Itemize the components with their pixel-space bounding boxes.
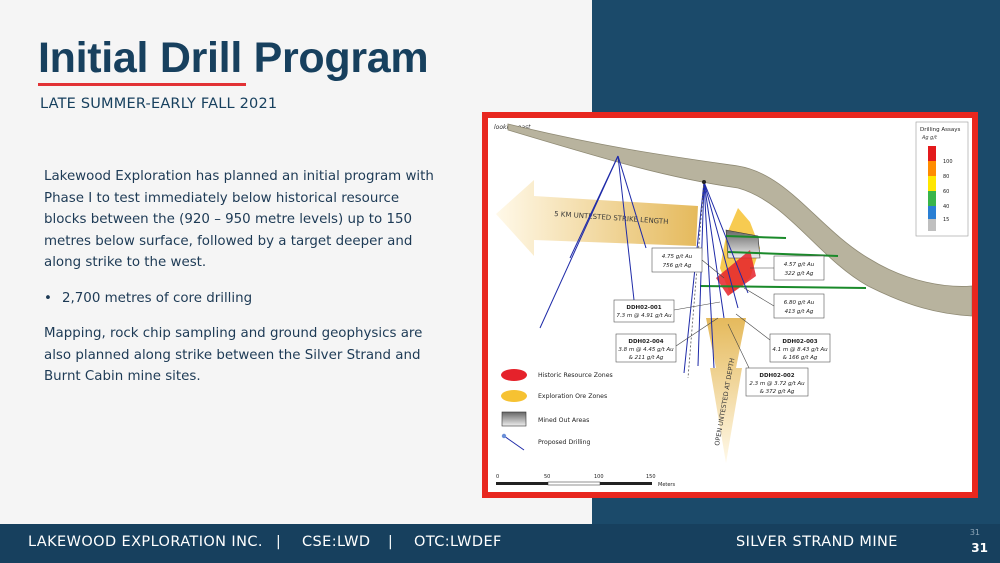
legend-swatch (928, 206, 936, 219)
drill-section-figure: looking east 5 KM UNTESTED STRIKE LENGTH… (482, 112, 978, 498)
callout-leader-lines (673, 259, 775, 371)
drill-hole-detail: & 166 g/t Ag (783, 355, 818, 361)
overburden-band (507, 123, 972, 317)
proposed-drilling-swatch-icon (503, 435, 525, 451)
key-label: Exploration Ore Zones (538, 393, 607, 400)
drill-hole-name: DDH02-003 (782, 339, 817, 345)
drill-hole-detail: 4.1 m @ 8.43 g/t Au (772, 347, 828, 353)
assay-callout-box (651, 247, 703, 273)
ore-zone-swatch-icon (501, 390, 527, 402)
scale-segment (496, 482, 548, 485)
slide-body: Lakewood Exploration has planned an init… (44, 166, 434, 388)
drill-section-canvas: looking east 5 KM UNTESTED STRIKE LENGTH… (488, 118, 972, 492)
assay-callout-silver: 322 g/t Ag (785, 271, 814, 277)
drill-hole-box (613, 299, 675, 323)
level-marker-upper (725, 235, 787, 239)
legend-tick: 40 (943, 204, 949, 210)
assay-callout-gold: 4.57 g/t Au (784, 262, 815, 268)
level-marker-lower (699, 285, 867, 289)
legend-unit: Ag g/t (921, 135, 938, 141)
assay-callout-silver: 756 g/t Ag (663, 263, 692, 269)
legend-swatch (928, 161, 936, 176)
drill-collar-swatch-icon (501, 433, 507, 439)
drill-hole-box (745, 367, 809, 397)
collar-point-icon (702, 180, 706, 184)
footer-otc-ticker: OTC:LWDEF (414, 534, 502, 550)
drill-hole-detail: 7.3 m @ 4.91 g/t Au (616, 313, 672, 319)
drill-section-svg: looking east 5 KM UNTESTED STRIKE LENGTH… (494, 121, 972, 488)
drill-hole-detail: & 372 g/t Ag (760, 389, 795, 395)
legend-swatch (928, 176, 936, 191)
legend-box (915, 121, 969, 237)
footer-company: LAKEWOOD EXPLORATION INC. (28, 534, 263, 550)
historic-resource-zone (716, 250, 756, 296)
drill-hole-detail: 3.8 m @ 4.45 g/t Au (618, 347, 674, 353)
legend-swatch (928, 219, 936, 231)
drill-hole-box (615, 333, 677, 363)
intro-paragraph: Lakewood Exploration has planned an init… (44, 169, 434, 270)
legend-tick: 80 (943, 174, 949, 180)
key-label: Historic Resource Zones (538, 372, 613, 379)
drill-hole-name: DDH02-001 (626, 305, 661, 311)
legend-tick: 100 (943, 159, 953, 165)
legend-tick: 15 (943, 217, 949, 223)
assay-callout-box (773, 293, 825, 319)
drill-trace-dashed (687, 181, 705, 379)
assay-callout-silver: 413 g/t Ag (785, 309, 814, 315)
drill-hole-name: DDH02-004 (628, 339, 663, 345)
scale-tick: 0 (496, 474, 499, 480)
drill-hole-detail: & 211 g/t Ag (629, 355, 664, 361)
drill-hole-box (769, 333, 831, 363)
scale-tick: 50 (544, 474, 550, 480)
strike-arrow-icon (496, 180, 698, 256)
bullet-text: 2,700 metres of core drilling (62, 290, 253, 306)
drill-hole-detail: 2.3 m @ 3.72 g/t Au (749, 381, 805, 387)
page-number: 31 (971, 541, 988, 555)
drilling-assays-legend: Drilling Assays Ag g/t 100 80 60 40 15 (915, 121, 969, 237)
mined-area-swatch-icon (501, 411, 527, 427)
footer-mine-name: SILVER STRAND MINE (736, 534, 898, 550)
title-underline (38, 83, 246, 86)
key-label: Mined Out Areas (538, 417, 589, 424)
bullet-item: • 2,700 metres of core drilling (44, 288, 434, 310)
mapping-paragraph: Mapping, rock chip sampling and ground g… (44, 326, 423, 384)
page-subtitle: LATE SUMMER-EARLY FALL 2021 (40, 96, 278, 112)
scale-segment (547, 481, 601, 486)
legend-tick: 60 (943, 189, 949, 195)
assay-callout-gold: 4.75 g/t Au (662, 254, 693, 260)
page-title: Initial Drill Program (38, 34, 429, 82)
drill-hole-name: DDH02-002 (759, 373, 794, 379)
historic-zone-swatch-icon (501, 369, 527, 381)
scale-bar: 0 50 100 150 Meters (496, 474, 675, 488)
scale-segment (600, 482, 652, 485)
page-number-faint: 31 (969, 528, 980, 537)
drill-trace-group (539, 155, 749, 374)
assay-callout-gold: 6.80 g/t Au (784, 300, 815, 306)
footer-bar: LAKEWOOD EXPLORATION INC. | CSE:LWD | OT… (0, 524, 1000, 563)
assay-callout-box (773, 255, 825, 281)
legend-title: Drilling Assays (920, 127, 960, 133)
footer-separator: | (276, 534, 281, 550)
legend-swatch (928, 191, 936, 206)
depth-arrow-icon (706, 318, 746, 463)
footer-separator: | (388, 534, 393, 550)
bullet-dot-icon: • (44, 290, 52, 306)
scale-tick: 100 (594, 474, 604, 480)
scale-tick: 150 (646, 474, 656, 480)
level-marker-middle (727, 251, 839, 257)
scale-unit: Meters (658, 482, 675, 488)
legend-swatch (928, 146, 936, 161)
key-label: Proposed Drilling (538, 439, 591, 446)
footer-cse-ticker: CSE:LWD (302, 534, 371, 550)
map-key: Historic Resource Zones Exploration Ore … (501, 369, 613, 451)
